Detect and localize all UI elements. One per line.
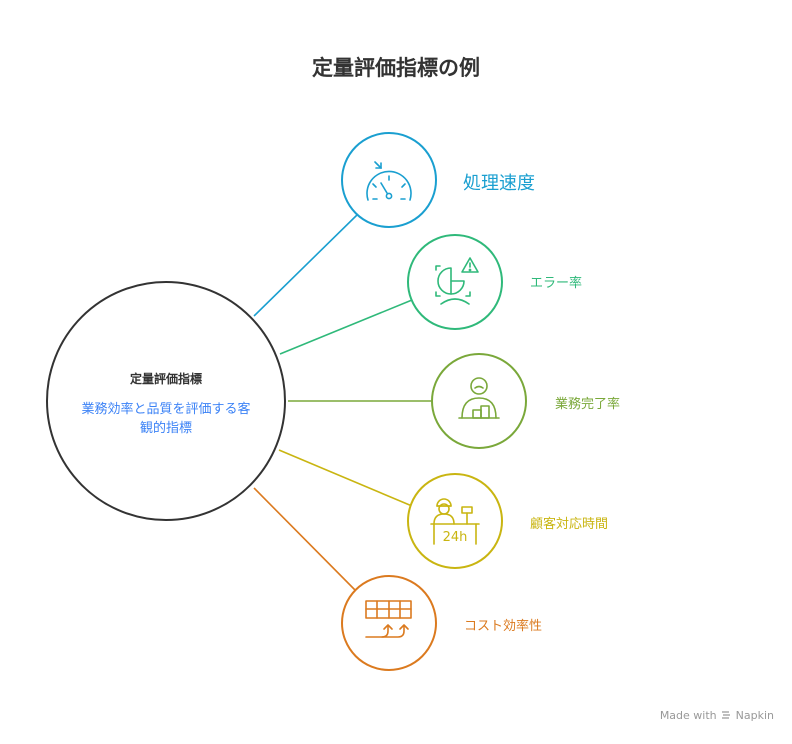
- connector-line: [279, 299, 413, 355]
- node-circle-error: [407, 234, 503, 330]
- footer-credit: Made with Napkin: [660, 709, 774, 722]
- speedometer-icon: [366, 161, 412, 201]
- node-circle-cost: [341, 575, 437, 671]
- hub-description: 業務効率と品質を評価する客観的指標: [81, 402, 251, 436]
- error-chart-icon: [435, 257, 479, 305]
- task-complete-icon: [458, 377, 500, 419]
- node-circle-support: [407, 473, 503, 569]
- label-completion-rate: 業務完了率: [555, 397, 621, 412]
- footer-brand: Napkin: [735, 709, 774, 722]
- page-title: 定量評価指標の例: [312, 56, 480, 80]
- label-processing-speed: 処理速度: [463, 173, 535, 194]
- label-cost-efficiency: コスト効率性: [464, 619, 543, 634]
- connector-line: [253, 213, 359, 317]
- support-24h-icon: 24h: [430, 498, 480, 545]
- node-circle-completion: [431, 353, 527, 449]
- hub-title: 定量評価指標: [129, 372, 202, 386]
- label-error-rate: エラー率: [530, 276, 583, 291]
- napkin-logo-icon: [722, 711, 731, 719]
- svg-text:24h: 24h: [443, 530, 468, 545]
- hub-circle: [46, 281, 286, 521]
- cost-efficiency-icon: [365, 600, 412, 638]
- connector-line: [253, 487, 357, 592]
- footer-text: Made with: [659, 709, 717, 722]
- connector-line: [278, 449, 413, 507]
- label-customer-response-time: 顧客対応時間: [530, 517, 609, 532]
